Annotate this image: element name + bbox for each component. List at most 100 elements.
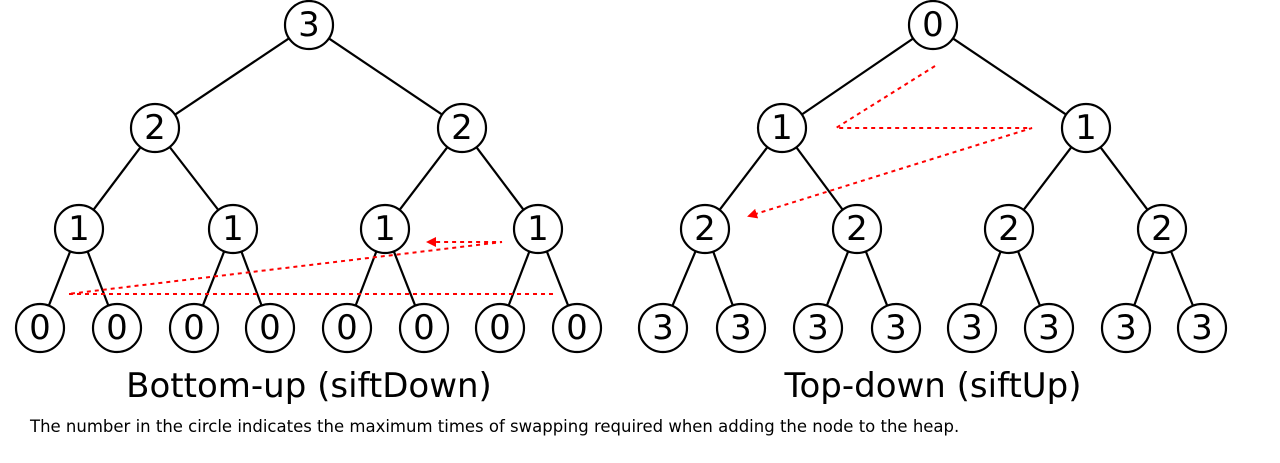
bottom-up-order-arrows [67,237,553,295]
top-down-node-level-0: 0 [907,0,959,51]
node-label: 2 [998,209,1020,249]
bottom-up-order-arrow [67,237,553,295]
top-down-edge [979,251,1002,306]
node-circle [436,102,488,154]
node-circle [715,302,767,354]
top-down-edge [795,146,844,211]
bottom-up-node-level-0: 3 [283,0,335,51]
node-label: 0 [566,308,588,348]
top-down-edge [825,250,850,307]
node-label: 3 [652,308,674,348]
bottom-up-node-level-3: 0 [398,302,450,354]
node-circle [1023,302,1075,354]
node-circle [53,203,105,255]
top-down-node-level-1: 1 [1060,102,1112,154]
top-down-edge [801,37,914,116]
node-label: 0 [29,308,51,348]
node-circle [474,302,526,354]
bottom-up-node-level-2: 1 [359,203,411,255]
node-label: 3 [807,308,829,348]
node-circle [168,302,220,354]
bottom-up-node-level-3: 0 [551,302,603,354]
top-down-edge [718,146,769,211]
bottom-up-edge [354,251,378,306]
node-label: 3 [730,308,752,348]
node-label: 3 [1115,308,1137,348]
top-down-edge [671,250,697,307]
node-circle [398,302,450,354]
top-down-title: Top-down (siftUp) [783,366,1081,406]
node-label: 0 [489,308,511,348]
top-down-edge [1099,146,1149,211]
node-label: 1 [374,209,396,249]
node-label: 3 [1191,308,1213,348]
bottom-up-title: Bottom-up (siftDown) [126,366,492,406]
node-label: 2 [1151,209,1173,249]
node-circle [321,302,373,354]
bottom-up-edge [201,250,226,307]
node-label: 1 [68,209,90,249]
top-down-node-level-3: 3 [870,302,922,354]
bottom-up-node-level-1: 2 [436,102,488,154]
bottom-up-node-level-2: 1 [207,203,259,255]
top-down-node-level-3: 3 [1100,302,1152,354]
node-circle [907,0,959,51]
node-circle [983,203,1035,255]
node-label: 2 [846,209,868,249]
node-circle [129,102,181,154]
bottom-up-edge [86,251,110,306]
node-circle [14,302,66,354]
top-down-edges [671,37,1195,307]
node-circle [1176,302,1228,354]
node-label: 3 [961,308,983,348]
node-circle [1136,203,1188,255]
bottom-up-node-level-2: 1 [53,203,105,255]
top-down-node-level-3: 3 [715,302,767,354]
node-label: 3 [885,308,907,348]
node-circle [512,203,564,255]
top-down-edge [712,251,734,306]
top-down-edge [1016,250,1042,307]
node-label: 2 [451,108,473,148]
bottom-up-node-level-3: 0 [474,302,526,354]
node-circle [756,102,808,154]
top-down-node-level-2: 2 [1136,203,1188,255]
node-label: 1 [222,209,244,249]
node-circle [1100,302,1152,354]
node-label: 1 [771,108,793,148]
bottom-up-edge [240,251,263,306]
top-down-node-level-3: 3 [792,302,844,354]
bottom-up-node-level-3: 0 [14,302,66,354]
node-circle [244,302,296,354]
node-circle [946,302,998,354]
node-label: 2 [694,209,716,249]
node-label: 0 [413,308,435,348]
bottom-up-edge [507,251,531,306]
node-circle [792,302,844,354]
top-down-edge [1169,250,1195,307]
node-circle [637,302,689,354]
top-down-node-level-3: 3 [1023,302,1075,354]
node-circle [1060,102,1112,154]
bottom-up-node-level-3: 0 [321,302,373,354]
bottom-up-node-level-3: 0 [168,302,220,354]
top-down-node-level-3: 3 [946,302,998,354]
node-label: 2 [144,108,166,148]
bottom-up-node-level-3: 0 [91,302,143,354]
top-down-node-level-3: 3 [1176,302,1228,354]
bottom-up-edge [475,146,525,211]
bottom-up-edge [47,250,72,307]
top-down-node-level-1: 1 [756,102,808,154]
node-label: 0 [922,5,944,45]
top-down-edge [864,250,889,307]
node-label: 3 [1038,308,1060,348]
top-down-node-level-2: 2 [983,203,1035,255]
top-down-tree: 0 1 1 2 2 2 2 3 3 3 3 3 3 3 3 Top-down (siftUp) [637,0,1228,406]
bottom-up-edge [328,37,443,116]
node-label: 1 [527,209,549,249]
top-down-node-level-2: 2 [831,203,883,255]
bottom-up-node-level-2: 1 [512,203,564,255]
